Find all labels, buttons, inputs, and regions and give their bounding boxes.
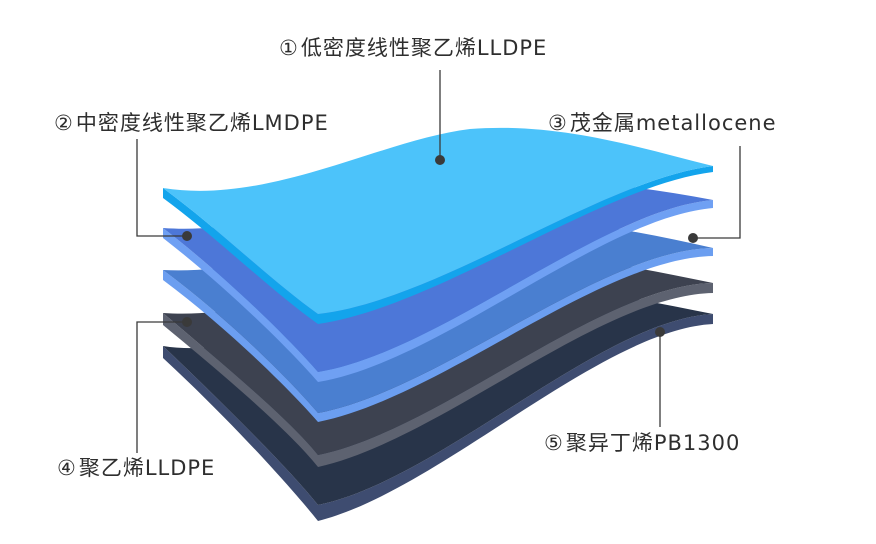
label-text: 中密度线性聚乙烯LMDPE	[75, 111, 329, 135]
label-text: 聚乙烯LLDPE	[78, 456, 216, 480]
label-lldpe-bottom: ④聚乙烯LLDPE	[57, 458, 215, 479]
leader-lines	[136, 70, 741, 453]
label-lmdpe: ②中密度线性聚乙烯LMDPE	[54, 113, 329, 134]
leader-line-2	[136, 139, 187, 237]
label-number: ①	[279, 36, 299, 60]
label-number: ②	[54, 111, 74, 135]
label-number: ③	[548, 111, 568, 135]
label-number: ④	[57, 456, 77, 480]
layer-3-edge	[163, 248, 713, 422]
layer-2-edge	[163, 200, 713, 382]
label-number: ⑤	[544, 431, 564, 455]
label-metallocene: ③茂金属metallocene	[548, 113, 777, 134]
marker-dot-2	[182, 231, 192, 241]
leader-line-4	[136, 321, 187, 453]
label-text: 低密度线性聚乙烯LLDPE	[300, 36, 548, 60]
marker-dot-4	[182, 317, 192, 327]
marker-dot-3	[688, 233, 698, 243]
marker-dot-1	[435, 155, 445, 165]
label-text: 茂金属metallocene	[569, 111, 777, 135]
layer-4-edge	[163, 283, 713, 467]
label-text: 聚异丁烯PB1300	[565, 431, 741, 455]
layer-1-edge	[163, 166, 713, 324]
marker-dot-5	[655, 327, 665, 337]
layer-1-face	[163, 127, 713, 315]
label-lldpe-top: ①低密度线性聚乙烯LLDPE	[279, 38, 547, 59]
leader-line-3	[693, 146, 741, 239]
label-pb1300: ⑤聚异丁烯PB1300	[544, 433, 740, 454]
